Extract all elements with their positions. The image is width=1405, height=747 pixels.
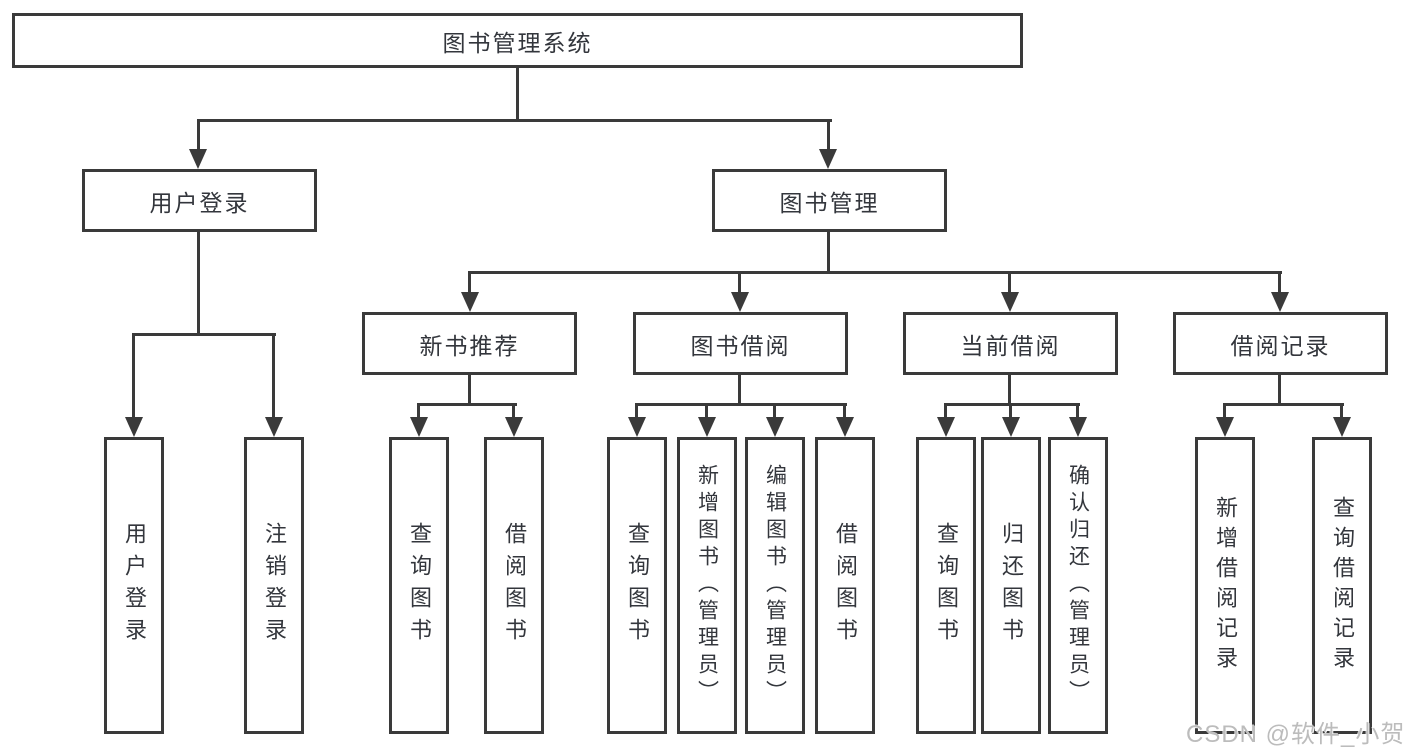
arrowhead-icon — [731, 292, 749, 312]
leaf-borrow-add-books: 新增图书（管理员） — [677, 437, 737, 734]
arrowhead-icon — [1271, 292, 1289, 312]
leaf-borrow-query-books: 查询图书 — [607, 437, 667, 734]
arrowhead-icon — [125, 417, 143, 437]
leaf-current-return-books: 归还图书 — [981, 437, 1041, 734]
arrowhead-icon — [1001, 292, 1019, 312]
connector-user-login-stem — [197, 232, 200, 335]
arrowhead-icon — [189, 149, 207, 169]
connector-book-management-drop — [827, 119, 830, 151]
leaf-recommend-query-books: 查询图书 — [389, 437, 449, 734]
leaf-borrow-edit-books: 编辑图书（管理员） — [745, 437, 805, 734]
leaf-current-return-books-label: 归还图书 — [999, 521, 1024, 650]
node-book-borrowing: 图书借阅 — [633, 312, 848, 375]
leaf-user-login: 用户登录 — [104, 437, 164, 734]
leaf-current-query-books: 查询图书 — [916, 437, 976, 734]
node-book-management: 图书管理 — [712, 169, 947, 232]
connector-leaf-drop — [272, 333, 275, 419]
arrowhead-icon — [937, 417, 955, 437]
leaf-current-confirm-return-label: 确认归还（管理员） — [1066, 464, 1090, 707]
leaf-user-login-label: 用户登录 — [122, 521, 147, 650]
connector-module-drop — [1008, 271, 1011, 295]
node-root-label: 图书管理系统 — [442, 29, 593, 56]
connector-leaf-drop — [1076, 403, 1079, 419]
arrowhead-icon — [265, 417, 283, 437]
arrowhead-icon — [628, 417, 646, 437]
connector-module-drop — [1278, 271, 1281, 295]
connector-user-login-drop — [197, 119, 200, 151]
connector-recommend-stem — [468, 375, 471, 405]
arrowhead-icon — [1002, 417, 1020, 437]
node-user-login: 用户登录 — [82, 169, 317, 232]
node-book-borrowing-label: 图书借阅 — [690, 332, 791, 359]
connector-module-drop — [468, 271, 471, 295]
connector-leaf-drop — [132, 333, 135, 419]
node-borrowing-records: 借阅记录 — [1173, 312, 1388, 375]
connector-leaf-drop — [1223, 403, 1226, 419]
leaf-borrow-add-books-label: 新增图书（管理员） — [695, 464, 719, 707]
connector-records-branch — [1223, 403, 1344, 406]
node-root: 图书管理系统 — [12, 13, 1023, 68]
node-book-management-label: 图书管理 — [779, 189, 880, 216]
leaf-current-confirm-return: 确认归还（管理员） — [1048, 437, 1108, 734]
leaf-borrow-borrow-books: 借阅图书 — [815, 437, 875, 734]
connector-leaf-drop — [417, 403, 420, 419]
arrowhead-icon — [461, 292, 479, 312]
connector-user-login-branch — [132, 333, 276, 336]
connector-book-management-stem — [827, 232, 830, 273]
connector-leaf-drop — [944, 403, 947, 419]
connector-current-stem — [1008, 375, 1011, 405]
connector-level3-branch — [468, 271, 1282, 274]
leaf-current-query-books-label: 查询图书 — [934, 521, 959, 650]
arrowhead-icon — [698, 417, 716, 437]
leaf-recommend-borrow-books: 借阅图书 — [484, 437, 544, 734]
connector-leaf-drop — [773, 403, 776, 419]
node-borrowing-records-label: 借阅记录 — [1230, 332, 1331, 359]
connector-leaf-drop — [705, 403, 708, 419]
arrowhead-icon — [1333, 417, 1351, 437]
arrowhead-icon — [1216, 417, 1234, 437]
connector-level1-branch — [197, 119, 832, 122]
connector-leaf-drop — [843, 403, 846, 419]
leaf-recommend-borrow-books-label: 借阅图书 — [502, 521, 527, 650]
leaf-records-add-record: 新增借阅记录 — [1195, 437, 1255, 734]
leaf-borrow-query-books-label: 查询图书 — [625, 521, 650, 650]
leaf-logout-label: 注销登录 — [262, 521, 287, 650]
node-current-borrowing-label: 当前借阅 — [960, 332, 1061, 359]
watermark: CSDN @软件_小贺同学 — [1186, 721, 1405, 747]
connector-borrowing-stem — [738, 375, 741, 405]
node-current-borrowing: 当前借阅 — [903, 312, 1118, 375]
connector-module-drop — [738, 271, 741, 295]
arrowhead-icon — [766, 417, 784, 437]
connector-leaf-drop — [635, 403, 638, 419]
connector-leaf-drop — [1009, 403, 1012, 419]
node-user-login-label: 用户登录 — [149, 189, 250, 216]
arrowhead-icon — [410, 417, 428, 437]
node-new-book-recommend-label: 新书推荐 — [419, 332, 520, 359]
leaf-recommend-query-books-label: 查询图书 — [407, 521, 432, 650]
leaf-records-add-record-label: 新增借阅记录 — [1213, 495, 1238, 676]
node-new-book-recommend: 新书推荐 — [362, 312, 577, 375]
arrowhead-icon — [836, 417, 854, 437]
connector-borrowing-branch — [635, 403, 847, 406]
connector-current-branch — [944, 403, 1080, 406]
connector-records-stem — [1278, 375, 1281, 405]
leaf-borrow-edit-books-label: 编辑图书（管理员） — [763, 464, 787, 707]
connector-root-stem — [516, 68, 519, 120]
arrowhead-icon — [1069, 417, 1087, 437]
leaf-records-query-record-label: 查询借阅记录 — [1330, 495, 1355, 676]
connector-leaf-drop — [512, 403, 515, 419]
leaf-logout: 注销登录 — [244, 437, 304, 734]
leaf-borrow-borrow-books-label: 借阅图书 — [833, 521, 858, 650]
arrowhead-icon — [819, 149, 837, 169]
connector-recommend-branch — [417, 403, 517, 406]
arrowhead-icon — [505, 417, 523, 437]
leaf-records-query-record: 查询借阅记录 — [1312, 437, 1372, 734]
connector-leaf-drop — [1340, 403, 1343, 419]
